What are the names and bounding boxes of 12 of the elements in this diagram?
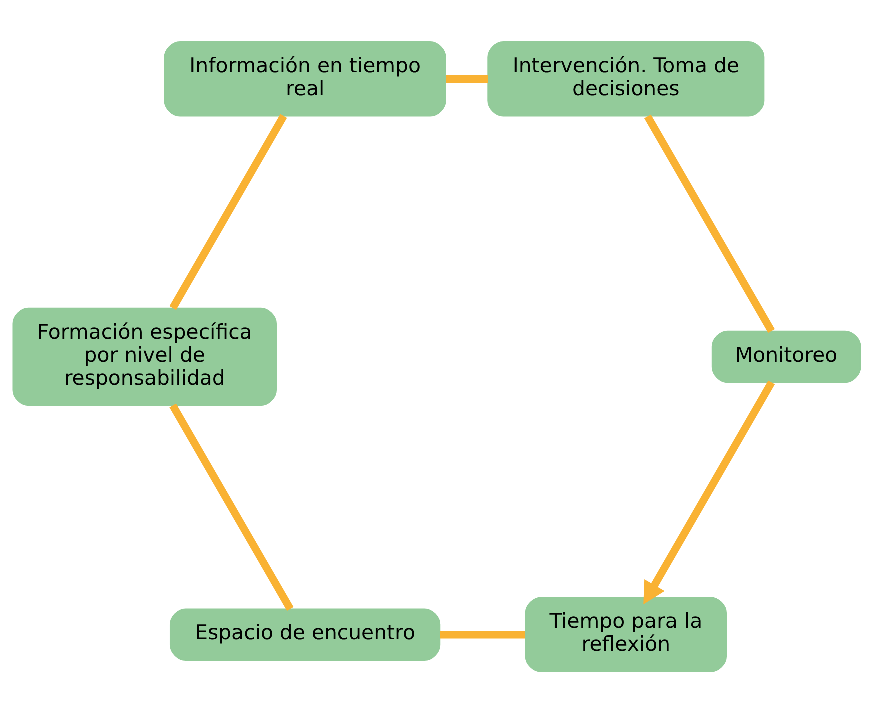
connector — [440, 630, 526, 638]
node-box: Espacio de encuentro — [170, 608, 441, 661]
connector — [446, 74, 488, 82]
connector — [170, 114, 288, 310]
node-box: Intervención. Toma de decisiones — [488, 40, 765, 116]
node-box: Formación específica por nivel de responsabilidad — [12, 307, 277, 406]
connector — [644, 114, 776, 333]
arrow — [644, 380, 776, 604]
node-box: Monitoreo — [712, 330, 862, 383]
node-box: Tiempo para la reflexión — [525, 596, 728, 672]
node-box: Información en tiempo real — [164, 40, 446, 116]
connector — [170, 403, 294, 611]
